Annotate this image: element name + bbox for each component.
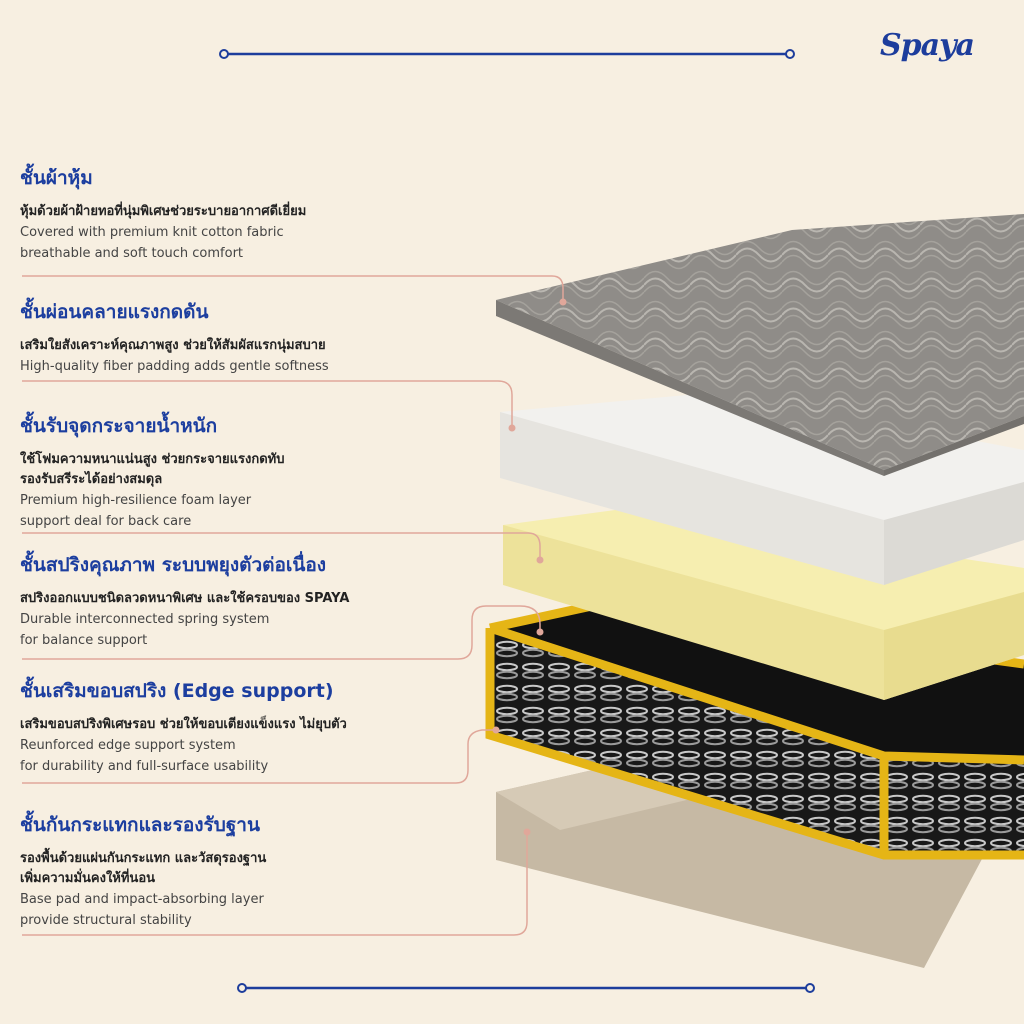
layer-title: ชั้นกันกระแทกและรองรับฐาน	[20, 814, 260, 836]
top-divider	[219, 49, 795, 59]
layer-english-line: support deal for back care	[20, 514, 192, 529]
layer-thai-line: เพิ่มความมั่นคงให้ที่นอน	[20, 871, 156, 886]
layer-info-support-foam: ชั้นรับจุดกระจายน้ำหนัก ใช้โฟมความหนาแน่…	[20, 414, 284, 532]
layer-info-edge-support: ชั้นเสริมขอบสปริง (Edge support) เสริมขอ…	[20, 679, 347, 777]
layer-english-line: for durability and full-surface usabilit…	[20, 759, 269, 774]
layer-thai-line: หุ้มด้วยผ้าฝ้ายทอที่นุ่มพิเศษช่วยระบายอา…	[20, 204, 307, 219]
layer-english-line: provide structural stability	[20, 913, 192, 928]
layer-quilted-cover	[496, 214, 1024, 476]
layer-thai-line: รองพื้นด้วยแผ่นกันกระแทก และวัสดุรองฐาน	[20, 851, 267, 866]
bottom-divider	[237, 983, 815, 993]
layer-english-line: for balance support	[20, 633, 148, 648]
layer-title: ชั้นผ่อนคลายแรงกดดัน	[20, 301, 209, 323]
leader-line-cover	[22, 275, 564, 302]
layer-title: ชั้นผ้าหุ้ม	[20, 167, 93, 189]
leader-line-base	[22, 832, 528, 936]
leader-line-edge	[22, 729, 496, 784]
layer-english-line: Durable interconnected spring system	[20, 612, 270, 627]
leader-line-fiber	[22, 380, 513, 428]
layer-english-line: Premium high-resilience foam layer	[20, 493, 252, 508]
layer-thai-line: เสริมใยสังเคราะห์คุณภาพสูง ช่วยให้สัมผัส…	[20, 338, 326, 353]
layer-english-line: Covered with premium knit cotton fabric	[20, 225, 284, 240]
layer-english-line: Reunforced edge support system	[20, 738, 236, 753]
layer-thai-line: รองรับสรีระได้อย่างสมดุล	[20, 472, 163, 487]
layer-english-line: Base pad and impact-absorbing layer	[20, 892, 264, 907]
leader-dots	[492, 298, 567, 836]
layer-info-comfort-fiber: ชั้นผ่อนคลายแรงกดดัน เสริมใยสังเคราะห์คุ…	[20, 300, 329, 377]
layer-info-spring-system: ชั้นสปริงคุณภาพ ระบบพยุงตัวต่อเนื่อง สปร…	[20, 553, 349, 651]
layer-english-line: breathable and soft touch comfort	[20, 246, 244, 261]
leader-line-spring	[22, 605, 541, 660]
layer-thai-line: สปริงออกแบบชนิดลวดหนาพิเศษ และใช้ครอบของ…	[20, 591, 350, 606]
layer-english-line: High-quality fiber padding adds gentle s…	[20, 359, 329, 374]
brand-logo: Spaya	[880, 28, 975, 63]
layer-thai-line: เสริมขอบสปริงพิเศษรอบ ช่วยให้ขอบเตียงแข็…	[20, 717, 347, 732]
layer-info-base-pad: ชั้นกันกระแทกและรองรับฐาน รองพื้นด้วยแผ่…	[20, 813, 266, 931]
layer-info-cover: ชั้นผ้าหุ้ม หุ้มด้วยผ้าฝ้ายทอที่นุ่มพิเศ…	[20, 166, 306, 264]
layer-title: ชั้นรับจุดกระจายน้ำหนัก	[20, 415, 218, 437]
brand-logo-text: Spaya	[880, 28, 975, 63]
leader-lines	[22, 275, 564, 936]
layer-title: ชั้นสปริงคุณภาพ ระบบพยุงตัวต่อเนื่อง	[20, 554, 327, 576]
layer-thai-line: ใช้โฟมความหนาแน่นสูง ช่วยกระจายแรงกดทับ	[20, 452, 285, 467]
layer-title: ชั้นเสริมขอบสปริง (Edge support)	[20, 680, 334, 702]
leader-line-foam	[22, 532, 541, 560]
